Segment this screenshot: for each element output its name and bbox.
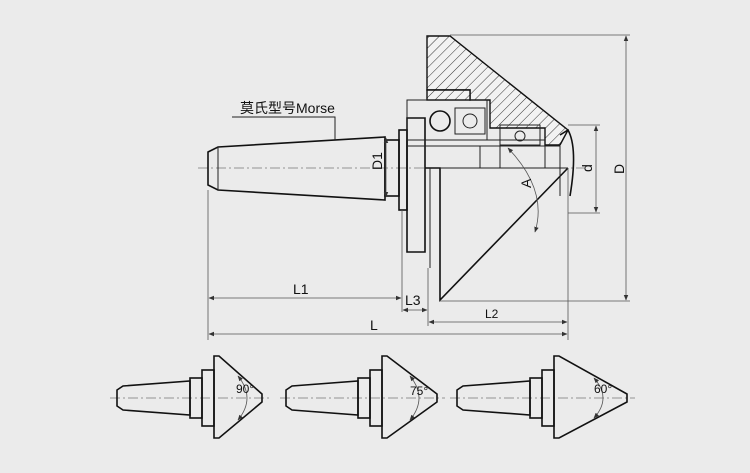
variant-90-angle-label: 90° bbox=[236, 382, 254, 396]
morse-label: 莫氏型号Morse bbox=[240, 100, 335, 116]
lower-cone bbox=[425, 167, 569, 302]
housing-section-lip bbox=[426, 89, 471, 101]
d1-label: D1 bbox=[369, 152, 385, 170]
variant-60-angle-label: 60° bbox=[594, 382, 612, 396]
l1-label: L1 bbox=[293, 281, 309, 297]
morse-taper-shank bbox=[207, 136, 386, 201]
angle-a-label: A bbox=[518, 178, 534, 188]
thrust-bearing bbox=[499, 124, 541, 146]
variant-75-angle-label: 75° bbox=[410, 384, 428, 398]
ball-bearing-2 bbox=[462, 113, 478, 129]
center-tip bbox=[559, 128, 575, 197]
l2-label: L2 bbox=[485, 307, 499, 321]
main-view: 莫氏型号Morse D1 A d D L1 L3 L2 L bbox=[198, 34, 630, 340]
shaft-step-2 bbox=[398, 129, 408, 211]
bearing-cage bbox=[454, 107, 486, 135]
morse-leader bbox=[232, 116, 336, 140]
l3-label: L3 bbox=[405, 292, 421, 308]
angle-a-arc bbox=[507, 147, 539, 233]
variant-60: 60° bbox=[450, 355, 635, 439]
big-d-label: D bbox=[611, 164, 627, 174]
ball-bearing-1 bbox=[429, 110, 451, 132]
l-label: L bbox=[370, 317, 378, 333]
thrust-ball bbox=[514, 130, 526, 142]
flange bbox=[406, 117, 426, 253]
variant-90: 90° bbox=[110, 355, 270, 439]
d-label: d bbox=[579, 164, 595, 172]
variant-75: 75° bbox=[280, 355, 445, 439]
